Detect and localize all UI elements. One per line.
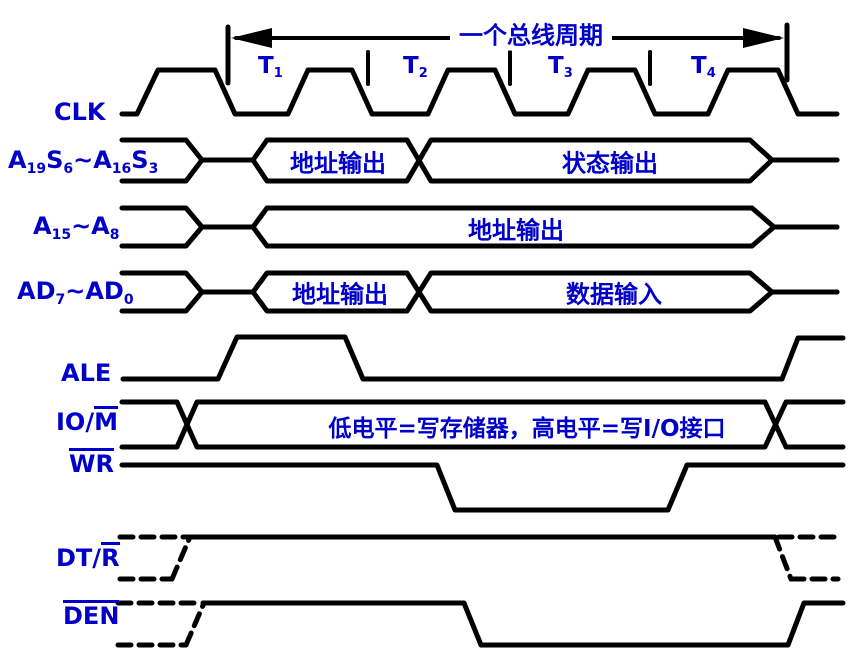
addr-data-segment1-text: 地址输出 — [292, 280, 388, 309]
addr-high-bus-lower — [119, 224, 840, 249]
addr-status-bus-upper — [119, 137, 840, 184]
addr-high-bus-upper — [119, 205, 840, 230]
bus-cycle-label: 一个总线周期 — [450, 15, 612, 51]
cycle-arrowhead-right — [743, 28, 784, 48]
dt-r-dashed-rise-left — [169, 534, 193, 582]
clk-waveform — [119, 67, 840, 117]
io-m-bus-upper — [119, 399, 846, 450]
addr-data-bus-lower — [119, 270, 840, 314]
dt-r-dashed-fall-right — [772, 534, 794, 582]
io-m-annotation-text: 低电平=写存储器，高电平=写I/O接口 — [328, 416, 726, 442]
t2-label: T2 — [403, 53, 428, 81]
den-signal-label: DEN — [63, 600, 120, 630]
addr-high-segment1-text: 地址输出 — [468, 216, 564, 245]
ale-waveform — [120, 334, 846, 382]
wr-waveform — [119, 462, 846, 513]
dt-r-signal-label: DT/R — [56, 542, 120, 572]
wr-signal-label: WR — [69, 448, 114, 478]
addr-data-signal-label: AD7~AD0 — [17, 277, 134, 308]
t3-label: T3 — [548, 53, 573, 81]
io-m-bus-lower — [119, 399, 846, 450]
io-m-signal-label: IO/M — [56, 406, 118, 436]
t1-label: T1 — [258, 53, 283, 81]
addr-data-bus-upper — [119, 270, 840, 314]
addr-status-segment2-text: 状态输出 — [562, 149, 658, 178]
cycle-arrowhead-left — [231, 28, 272, 48]
den-waveform-solid — [200, 600, 846, 648]
addr-status-segment1-text: 地址输出 — [290, 149, 386, 178]
addr-data-segment2-text: 数据输入 — [566, 280, 662, 309]
addr-status-bus-lower — [119, 137, 840, 184]
ale-signal-label: ALE — [61, 359, 112, 387]
t4-label: T4 — [691, 53, 716, 81]
addr-status-signal-label: A19S6~A16S3 — [8, 146, 159, 177]
clk-signal-label: CLK — [54, 98, 106, 126]
den-dashed-rise-left — [183, 600, 207, 648]
addr-high-signal-label: A15~A8 — [33, 212, 120, 243]
